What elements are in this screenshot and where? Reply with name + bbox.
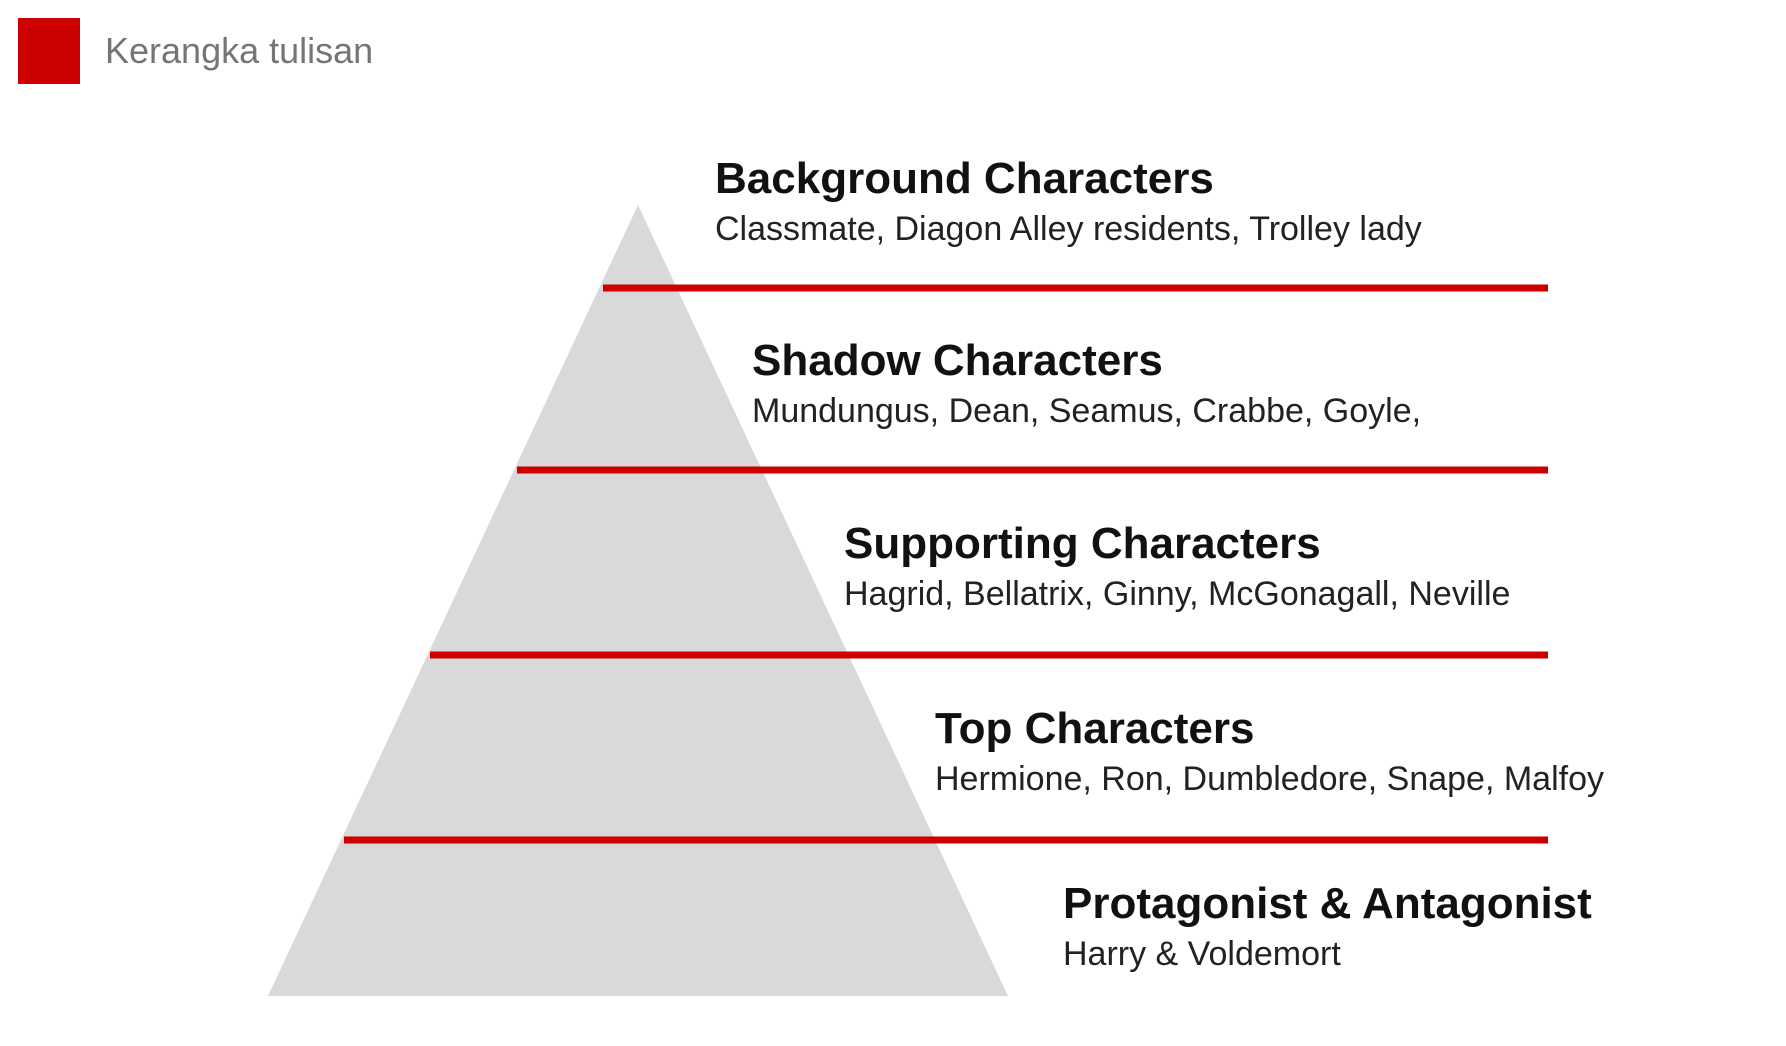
header-accent-square — [18, 18, 80, 84]
tier-shadow: Shadow Characters Mundungus, Dean, Seamu… — [752, 335, 1421, 431]
tier-heading: Supporting Characters — [844, 519, 1321, 568]
tier-heading: Shadow Characters — [752, 336, 1163, 385]
tier-heading: Protagonist & Antagonist — [1063, 879, 1592, 928]
tier-members: Classmate, Diagon Alley residents, Troll… — [715, 210, 1422, 248]
tier-members: Hagrid, Bellatrix, Ginny, McGonagall, Ne… — [844, 575, 1511, 613]
tier-supporting: Supporting Characters Hagrid, Bellatrix,… — [844, 518, 1510, 614]
tier-heading: Top Characters — [935, 704, 1255, 753]
pyramid-shape — [268, 205, 1008, 996]
tier-top: Top Characters Hermione, Ron, Dumbledore… — [935, 703, 1604, 799]
tier-members: Mundungus, Dean, Seamus, Crabbe, Goyle, — [752, 392, 1422, 430]
tier-protagonist-antagonist: Protagonist & Antagonist Harry & Voldemo… — [1063, 878, 1592, 974]
tier-members: Hermione, Ron, Dumbledore, Snape, Malfoy — [935, 760, 1604, 798]
tier-background: Background Characters Classmate, Diagon … — [715, 153, 1422, 249]
slide-title: Kerangka tulisan — [105, 30, 374, 71]
tier-members: Harry & Voldemort — [1063, 935, 1341, 973]
tier-heading: Background Characters — [715, 154, 1214, 203]
slide-header: Kerangka tulisan — [18, 18, 373, 84]
